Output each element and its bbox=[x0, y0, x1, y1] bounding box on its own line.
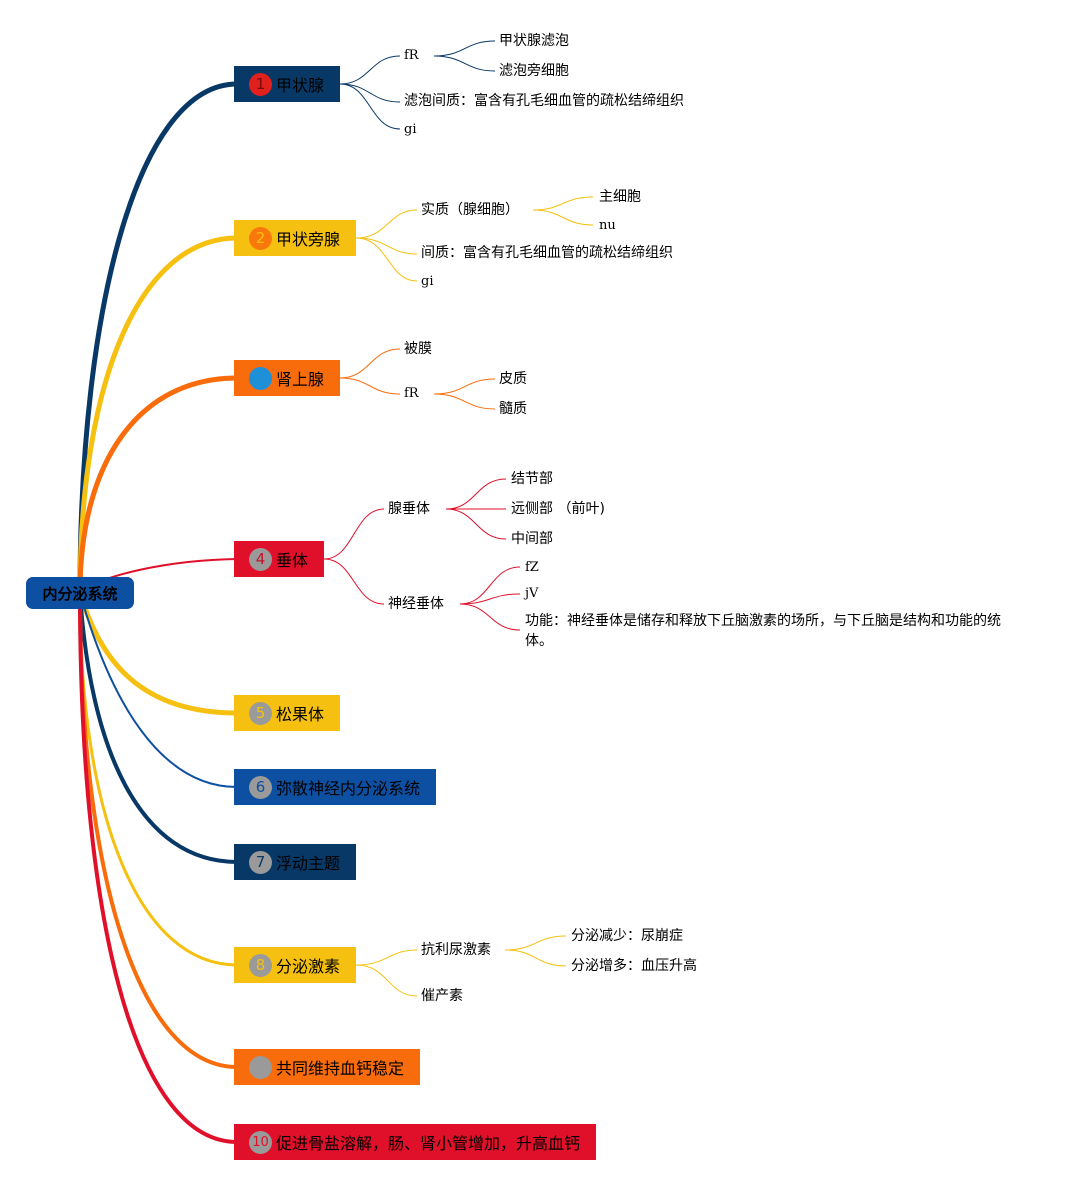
subtopic[interactable]: 滤泡间质：富含有孔毛细血管的疏松结缔组织 bbox=[404, 93, 684, 109]
branch-line-7 bbox=[78, 592, 238, 864]
subtopic[interactable]: 功能：神经垂体是储存和释放下丘脑激素的场所，与下丘脑是结构和功能的统体。 bbox=[525, 613, 1001, 649]
number-badge: 4 bbox=[249, 547, 272, 571]
number-badge: 10 bbox=[249, 1130, 272, 1154]
subtopic[interactable]: gi bbox=[421, 274, 434, 289]
number-badge: 8 bbox=[249, 953, 272, 977]
topic-label: 促进骨盐溶解，肠、肾小管增加，升高血钙 bbox=[276, 1134, 581, 1153]
subtopic[interactable]: 间质：富含有孔毛细血管的疏松结缔组织 bbox=[421, 245, 673, 261]
topic-label: 浮动主题 bbox=[276, 854, 341, 873]
branch-line-1 bbox=[77, 81, 238, 594]
subtopic[interactable]: 分泌增多：血压升高 bbox=[571, 958, 697, 974]
branch-line-10 bbox=[78, 592, 238, 1144]
connectors-2 bbox=[355, 196, 594, 282]
branch-line-2 bbox=[77, 235, 238, 594]
topic-label: 甲状旁腺 bbox=[276, 230, 341, 249]
topic-label: 弥散神经内分泌系统 bbox=[276, 779, 421, 798]
topic-label: 甲状腺 bbox=[276, 76, 325, 95]
topic-5[interactable]: 5 松果体 bbox=[234, 695, 340, 731]
subtopic[interactable]: 被膜 bbox=[404, 341, 432, 357]
topic-label: 分泌激素 bbox=[276, 957, 341, 976]
number-badge: 2 bbox=[249, 226, 272, 250]
topic-3[interactable]: 3 肾上腺 bbox=[234, 360, 340, 396]
subtopic[interactable]: fZ bbox=[525, 560, 539, 575]
connectors-8 bbox=[355, 935, 567, 997]
branch-line-6 bbox=[79, 592, 238, 788]
number-badge: 6 bbox=[249, 775, 272, 799]
number-badge: 3 bbox=[249, 366, 272, 390]
subtopic[interactable]: fR bbox=[404, 386, 419, 401]
connectors-4 bbox=[323, 478, 521, 631]
connectors-1 bbox=[339, 40, 496, 130]
subtopic[interactable]: fR bbox=[404, 48, 419, 63]
subtopic[interactable]: 主细胞 bbox=[599, 189, 641, 205]
subtopic[interactable]: 髓质 bbox=[499, 401, 527, 417]
root-label: 内分泌系统 bbox=[42, 584, 118, 603]
subtopic[interactable]: 中间部 bbox=[511, 531, 553, 547]
topic-6[interactable]: 6 弥散神经内分泌系统 bbox=[234, 769, 436, 805]
topic-7[interactable]: 7 浮动主题 bbox=[234, 844, 356, 880]
topic-label: 肾上腺 bbox=[276, 370, 325, 389]
topic-label: 共同维持血钙稳定 bbox=[276, 1059, 405, 1078]
number-badge: 7 bbox=[249, 850, 272, 874]
subtopic[interactable]: 皮质 bbox=[499, 371, 527, 387]
subtopic[interactable]: gi bbox=[404, 122, 417, 137]
subtopic[interactable]: 神经垂体 bbox=[388, 596, 444, 612]
subtopic[interactable]: 甲状腺滤泡 bbox=[499, 33, 569, 49]
subtopic[interactable]: 远侧部 （前叶) bbox=[511, 501, 605, 517]
topic-2[interactable]: 2 甲状旁腺 bbox=[234, 220, 356, 256]
topic-9[interactable]: 9 共同维持血钙稳定 bbox=[234, 1049, 420, 1085]
subtopic[interactable]: 腺垂体 bbox=[388, 501, 430, 517]
subtopic[interactable]: 催产素 bbox=[421, 988, 463, 1004]
number-badge: 9 bbox=[249, 1055, 272, 1079]
root-topic[interactable]: 内分泌系统 bbox=[26, 577, 134, 609]
subtopic[interactable]: 抗利尿激素 bbox=[421, 942, 491, 958]
number-badge: 1 bbox=[249, 72, 272, 96]
subtopic[interactable]: jV bbox=[525, 586, 539, 601]
number-badge: 5 bbox=[249, 701, 272, 725]
topic-10[interactable]: 10 促进骨盐溶解，肠、肾小管增加，升高血钙 bbox=[234, 1124, 596, 1160]
subtopic[interactable]: 实质（腺细胞） bbox=[421, 202, 519, 218]
subtopic[interactable]: 结节部 bbox=[511, 471, 553, 487]
topic-label: 垂体 bbox=[276, 551, 309, 570]
topic-1[interactable]: 1 甲状腺 bbox=[234, 66, 340, 102]
topic-4[interactable]: 4 垂体 bbox=[234, 541, 324, 577]
topic-8[interactable]: 8 分泌激素 bbox=[234, 947, 356, 983]
branch-line-3 bbox=[77, 375, 238, 594]
topic-label: 松果体 bbox=[276, 705, 325, 724]
subtopic[interactable]: nu bbox=[599, 218, 616, 233]
subtopic[interactable]: 分泌减少：尿崩症 bbox=[571, 928, 683, 944]
branch-line-5 bbox=[77, 592, 238, 716]
connectors-3 bbox=[339, 348, 496, 410]
subtopic[interactable]: 滤泡旁细胞 bbox=[499, 63, 569, 79]
